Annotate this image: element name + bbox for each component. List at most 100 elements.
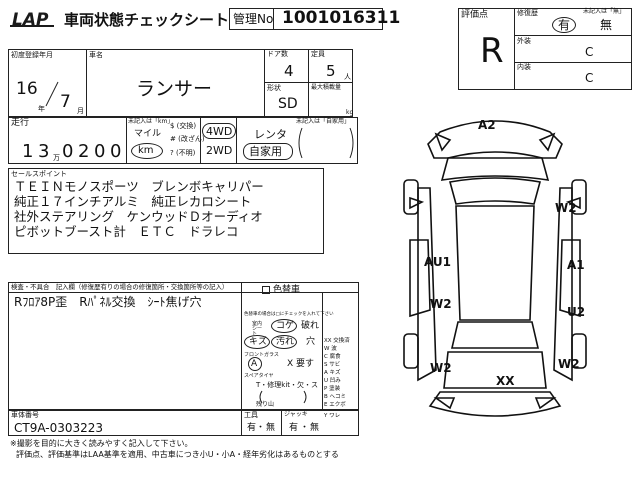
mileage-digit-3: 0 bbox=[62, 141, 74, 162]
legend-item: W 波 bbox=[324, 346, 337, 352]
tool-yes: 有 bbox=[247, 423, 257, 433]
grade-value: R bbox=[480, 31, 504, 71]
spare-tire-text: T・修理kit・欠・ス bbox=[256, 381, 319, 389]
month-unit: 月 bbox=[77, 107, 84, 115]
legend-item: E エクボ bbox=[324, 402, 346, 408]
capacity-label: 定員 bbox=[311, 50, 325, 58]
doors-value: 4 bbox=[284, 62, 294, 80]
tread-brackets bbox=[259, 390, 307, 404]
footer-line-1: ※撮影を目的に大きく読みやすく記入して下さい。 bbox=[10, 439, 193, 448]
inspection-label: 検査・不具合 記入欄（修復歴有りの場合の修復箇所・交換箇所等の記入） bbox=[11, 283, 229, 291]
exterior-value: C bbox=[585, 45, 594, 59]
stain-circle bbox=[271, 319, 297, 333]
sales-line-2: 純正１７インチアルミ 純正レカロシート bbox=[14, 194, 252, 209]
doors-label: ドア数 bbox=[267, 50, 288, 58]
inspection-text: Rﾌﾛｱ8P歪 Rﾊﾟﾈﾙ交換 ｼｰﾄ焦げ穴 bbox=[14, 295, 202, 309]
mileage-digit-5: 0 bbox=[94, 141, 106, 162]
option-tear: 破れ bbox=[301, 321, 320, 331]
repair-label: 修復歴 bbox=[517, 9, 538, 17]
option-scratch: キズ bbox=[249, 337, 268, 347]
first-reg-year: 16 bbox=[16, 79, 38, 99]
km-circle bbox=[131, 143, 163, 159]
tool-dash: ・ bbox=[256, 423, 266, 433]
interior-label: 内装 bbox=[517, 63, 531, 71]
capacity-value: 5 bbox=[326, 62, 336, 80]
damage-mark: W2 bbox=[430, 297, 452, 311]
legend-item: B ヘコミ bbox=[324, 394, 347, 400]
damage-mark: W2 bbox=[430, 361, 452, 375]
use-rental: レンタ bbox=[254, 128, 287, 141]
sales-label: セールスポイント bbox=[11, 170, 67, 178]
color-change-checkbox[interactable] bbox=[262, 286, 270, 294]
footer-line-2: 評価点、評価基準はLAA基準を適用、中古車につき小U・小A・経年劣化はあるものと… bbox=[16, 450, 339, 459]
damage-mark: W2 bbox=[555, 201, 577, 215]
use-private: 自家用 bbox=[249, 145, 282, 158]
scratch-circle bbox=[244, 335, 270, 349]
tool-no: 無 bbox=[266, 423, 276, 433]
sales-line-4: ピボットブースト計 ＥＴＣ ドラレコ bbox=[14, 224, 239, 239]
repair-no: 無 bbox=[600, 18, 613, 32]
chassis-row bbox=[8, 410, 359, 436]
inspection-box bbox=[8, 282, 359, 410]
mileage-digit-2: 3 bbox=[38, 141, 50, 162]
logo: LAP bbox=[10, 8, 60, 30]
grade-box bbox=[458, 8, 632, 90]
repair-yes: 有 bbox=[558, 18, 571, 32]
drive-2wd: 2WD bbox=[206, 144, 233, 157]
dirt-circle bbox=[271, 335, 297, 349]
grade-label: 評価点 bbox=[461, 10, 489, 20]
option-hole: 穴 bbox=[306, 337, 316, 347]
mileage-opt-tampered: # (改ざん) bbox=[170, 135, 205, 143]
shape-value: SD bbox=[278, 96, 298, 112]
year-unit: 年 bbox=[38, 105, 45, 113]
glass-x: X 要す bbox=[287, 359, 315, 369]
sales-points-box bbox=[8, 168, 324, 254]
damage-mark: XX bbox=[496, 374, 515, 388]
date-slash bbox=[45, 81, 59, 107]
chassis-value: CT9A-0303223 bbox=[14, 421, 104, 435]
mileage-row bbox=[8, 117, 358, 164]
chassis-label: 車体番号 bbox=[11, 411, 39, 419]
mileage-unit-km: km bbox=[138, 145, 154, 156]
shape-label: 形状 bbox=[267, 84, 281, 92]
tread-label: 残り山 bbox=[256, 401, 275, 408]
damage-mark: U2 bbox=[567, 305, 586, 319]
mgmt-no-label: 管理No bbox=[233, 12, 274, 26]
mileage-man-unit: 万 bbox=[53, 154, 60, 162]
jack-dash: ・ bbox=[300, 423, 310, 433]
vehicle-info-table bbox=[8, 49, 353, 117]
first-reg-month: 7 bbox=[60, 92, 71, 112]
mileage-digit-4: 2 bbox=[78, 141, 90, 162]
damage-mark: A2 bbox=[478, 118, 496, 132]
interior-value: C bbox=[585, 71, 594, 85]
front-glass-label: フロントガラス bbox=[244, 352, 279, 358]
mileage-unit-mile: マイル bbox=[134, 129, 162, 139]
jack-label: ジャッキ bbox=[284, 411, 308, 418]
mileage-digit-6: 0 bbox=[110, 141, 122, 162]
drive-4wd: 4WD bbox=[206, 125, 233, 138]
use-note: 未記入は「自家用」 bbox=[296, 118, 351, 125]
repair-yes-circle bbox=[552, 17, 576, 33]
max-load-unit: kg bbox=[346, 109, 354, 116]
option-dirt: 汚れ bbox=[276, 337, 295, 347]
mgmt-no-box bbox=[229, 8, 383, 30]
car-name-label: 車名 bbox=[89, 51, 103, 59]
mileage-label: 走行 bbox=[11, 118, 30, 128]
car-name: ランサー bbox=[136, 78, 213, 100]
legend-item: C 腐食 bbox=[324, 354, 341, 360]
damage-legend: XX 交換済 W 波 C 腐食 S サビ A キズ U 凹み P 塗装 B ヘコ… bbox=[322, 336, 359, 410]
sales-line-1: ＴＥＩＮモノスポーツ ブレンボキャリパー bbox=[14, 179, 264, 194]
legend-item: XX 交換済 bbox=[324, 338, 350, 344]
jack-no: 無 bbox=[310, 423, 320, 433]
capacity-unit: 人 bbox=[344, 73, 351, 81]
legend-item: Y ワレ bbox=[324, 413, 341, 419]
exterior-label: 外装 bbox=[517, 37, 531, 45]
glass-a: A bbox=[251, 359, 258, 369]
mgmt-no-value: 1001016311 bbox=[282, 8, 401, 28]
use-brackets bbox=[298, 127, 354, 159]
mileage-digit-1: 1 bbox=[22, 141, 34, 162]
legend-item: U 凹み bbox=[324, 378, 341, 384]
legend-item: A キズ bbox=[324, 370, 341, 376]
mileage-note: 未記入は「km」 bbox=[128, 118, 174, 125]
logo-mark: LAP bbox=[10, 10, 54, 30]
